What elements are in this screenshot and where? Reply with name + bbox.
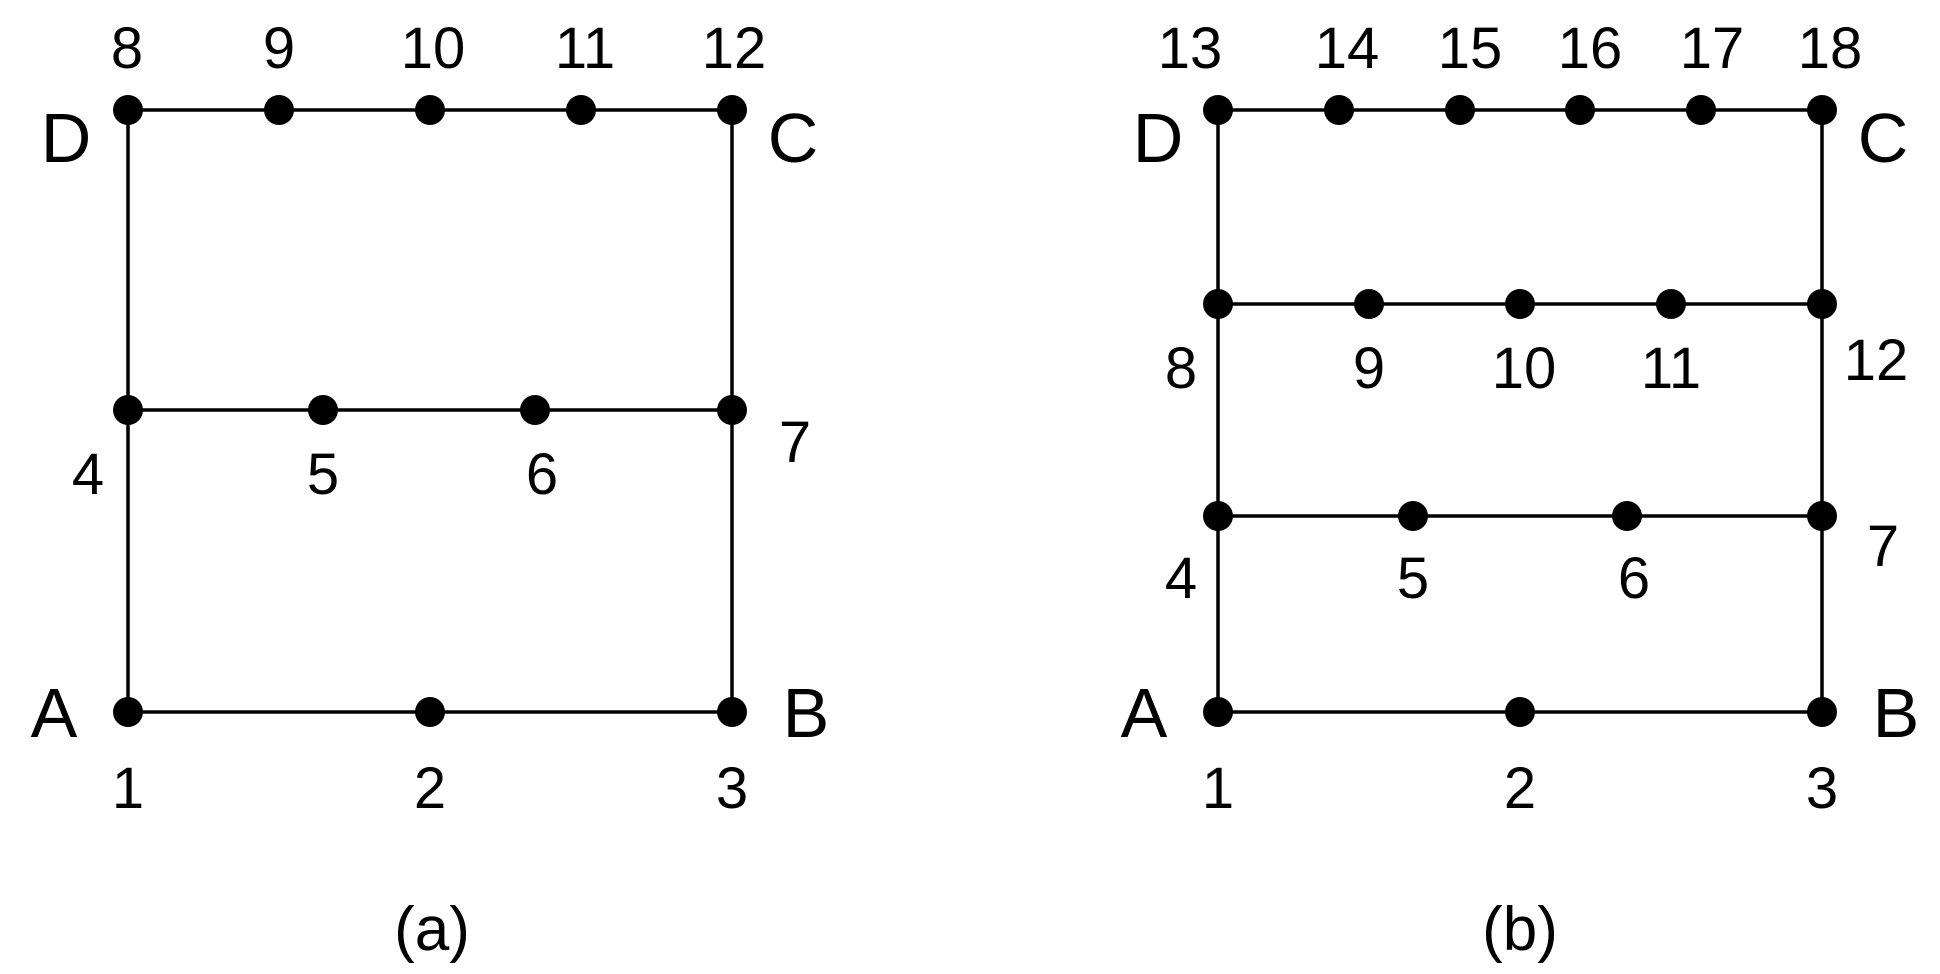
- node-label-b-7: 7: [1867, 514, 1899, 579]
- node-b-2: [1505, 697, 1535, 727]
- node-label-b-2: 2: [1504, 756, 1536, 821]
- node-b-7: [1807, 501, 1837, 531]
- node-label-b-4: 4: [1165, 546, 1197, 611]
- node-label-b-5: 5: [1397, 546, 1429, 611]
- node-b-8: [1203, 289, 1233, 319]
- node-label-a-11: 11: [555, 16, 615, 81]
- node-label-b-12: 12: [1844, 328, 1909, 393]
- node-label-a-10: 10: [401, 16, 466, 81]
- node-b-4: [1203, 501, 1233, 531]
- panel-a: A B C D 1 2 3 4 5 6 7 8 9 10 11 12 (a): [31, 16, 830, 964]
- node-label-b-17: 17: [1680, 16, 1745, 81]
- node-label-a-5: 5: [307, 442, 339, 507]
- node-a-9: [264, 95, 294, 125]
- node-b-15: [1445, 95, 1475, 125]
- node-label-b-11: 11: [1641, 336, 1701, 401]
- node-label-a-6: 6: [526, 442, 558, 507]
- corner-b-D: D: [1133, 99, 1184, 177]
- node-label-b-18: 18: [1798, 16, 1863, 81]
- corner-b-A: A: [1121, 674, 1168, 752]
- node-a-4: [113, 395, 143, 425]
- node-label-b-10: 10: [1492, 336, 1557, 401]
- node-b-14: [1324, 95, 1354, 125]
- node-b-17: [1686, 95, 1716, 125]
- node-b-11: [1656, 289, 1686, 319]
- node-a-8: [113, 95, 143, 125]
- node-b-9: [1354, 289, 1384, 319]
- node-a-6: [520, 395, 550, 425]
- node-label-a-7: 7: [779, 410, 811, 475]
- node-a-2: [415, 697, 445, 727]
- node-a-7: [717, 395, 747, 425]
- node-label-a-3: 3: [716, 756, 748, 821]
- node-b-18: [1807, 95, 1837, 125]
- node-a-5: [308, 395, 338, 425]
- corner-a-A: A: [31, 674, 78, 752]
- node-label-b-15: 15: [1438, 16, 1503, 81]
- node-a-1: [113, 697, 143, 727]
- node-label-b-13: 13: [1158, 16, 1223, 81]
- node-label-a-1: 1: [112, 756, 144, 821]
- corner-a-C: C: [768, 99, 819, 177]
- node-label-b-16: 16: [1558, 16, 1623, 81]
- node-a-12: [717, 95, 747, 125]
- node-b-13: [1203, 95, 1233, 125]
- node-b-3: [1807, 697, 1837, 727]
- node-label-b-14: 14: [1315, 16, 1380, 81]
- node-label-b-8: 8: [1165, 336, 1197, 401]
- corner-a-B: B: [783, 674, 830, 752]
- node-a-11: [566, 95, 596, 125]
- caption-b: (b): [1482, 895, 1558, 964]
- node-b-5: [1398, 501, 1428, 531]
- node-label-b-9: 9: [1353, 336, 1385, 401]
- node-b-6: [1612, 501, 1642, 531]
- caption-a: (a): [394, 895, 470, 964]
- node-label-b-3: 3: [1806, 756, 1838, 821]
- node-a-3: [717, 697, 747, 727]
- node-label-a-12: 12: [702, 16, 767, 81]
- node-label-b-1: 1: [1202, 756, 1234, 821]
- node-label-a-4: 4: [72, 442, 104, 507]
- corner-b-C: C: [1858, 99, 1909, 177]
- node-b-12: [1807, 289, 1837, 319]
- node-a-10: [415, 95, 445, 125]
- corner-b-B: B: [1873, 674, 1920, 752]
- node-b-10: [1505, 289, 1535, 319]
- corner-a-D: D: [41, 99, 92, 177]
- node-label-a-9: 9: [263, 16, 295, 81]
- node-label-a-2: 2: [414, 756, 446, 821]
- node-label-b-6: 6: [1618, 546, 1650, 611]
- panel-b: A B C D 1 2 3 4 5 6 7 8 9 10 11 12 13 14…: [1121, 16, 1920, 964]
- node-label-a-8: 8: [111, 16, 143, 81]
- node-b-1: [1203, 697, 1233, 727]
- node-b-16: [1565, 95, 1595, 125]
